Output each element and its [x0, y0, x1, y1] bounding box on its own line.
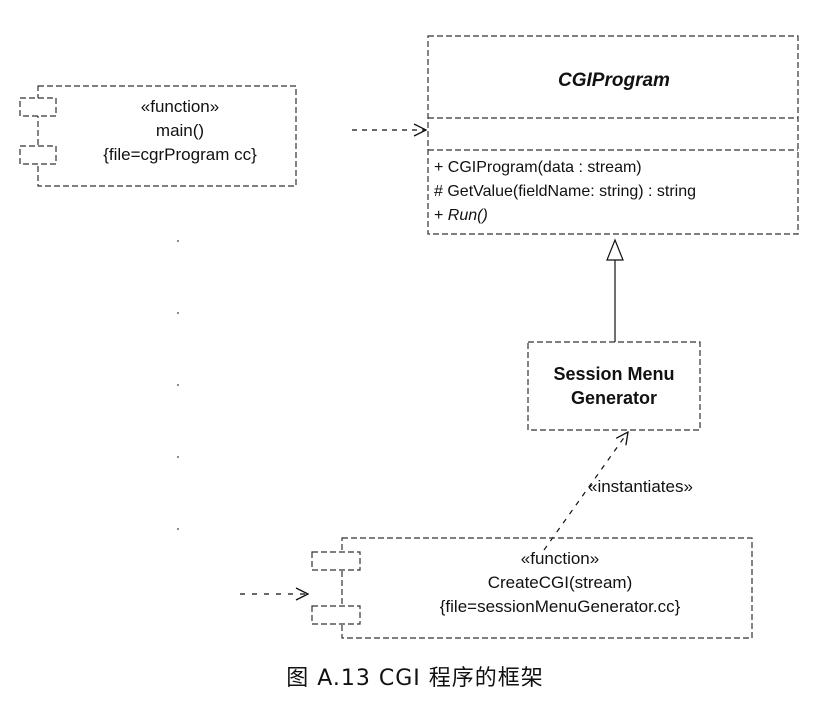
- main-file: {file=cgrProgram cc}: [103, 145, 257, 164]
- main-component-tab-bottom: [19, 145, 57, 165]
- figure-caption: 图 A.13 CGI 程序的框架: [286, 666, 544, 691]
- createcgi-file: {file=sessionMenuGenerator.cc}: [440, 597, 681, 616]
- main-component-tab-top: [19, 97, 57, 117]
- createcgi-stereotype: «function»: [521, 549, 599, 568]
- cgiprogram-class-name: CGIProgram: [558, 70, 670, 91]
- createcgi-component-tab-bottom: [311, 605, 361, 625]
- cgiprogram-class: CGIProgram + CGIProgram(data : stream) #…: [427, 35, 799, 235]
- createcgi-component-tab-top: [311, 551, 361, 571]
- createcgi-name: CreateCGI(stream): [488, 573, 633, 592]
- cgiprogram-operation-run: + Run(): [434, 207, 488, 224]
- createcgi-component-box: [341, 537, 753, 639]
- session-menu-generator-name-line1: Session Menu: [553, 364, 674, 384]
- cgiprogram-operation-getvalue: # GetValue(fieldName: string) : string: [434, 183, 696, 200]
- instantiates-dependency: [543, 432, 628, 551]
- generalization-arrowhead: [606, 238, 624, 261]
- session-menu-generator-name-line2: Generator: [571, 388, 657, 408]
- createcgi-component: «function» CreateCGI(stream) {file=sessi…: [311, 537, 753, 639]
- main-component: «function» main() {file=cgrProgram cc}: [19, 85, 297, 187]
- generalization-relation: [606, 238, 624, 342]
- cgiprogram-operation-constructor: + CGIProgram(data : stream): [434, 159, 642, 176]
- session-menu-generator-box: [527, 341, 701, 431]
- cgiprogram-class-box: [427, 35, 799, 235]
- main-stereotype: «function»: [141, 97, 219, 116]
- main-component-box: [37, 85, 297, 187]
- session-menu-generator-class: Session Menu Generator: [527, 341, 701, 431]
- main-to-createcgi-dependency: [177, 240, 308, 594]
- instantiates-label: «instantiates»: [588, 477, 693, 496]
- main-name: main(): [156, 121, 204, 140]
